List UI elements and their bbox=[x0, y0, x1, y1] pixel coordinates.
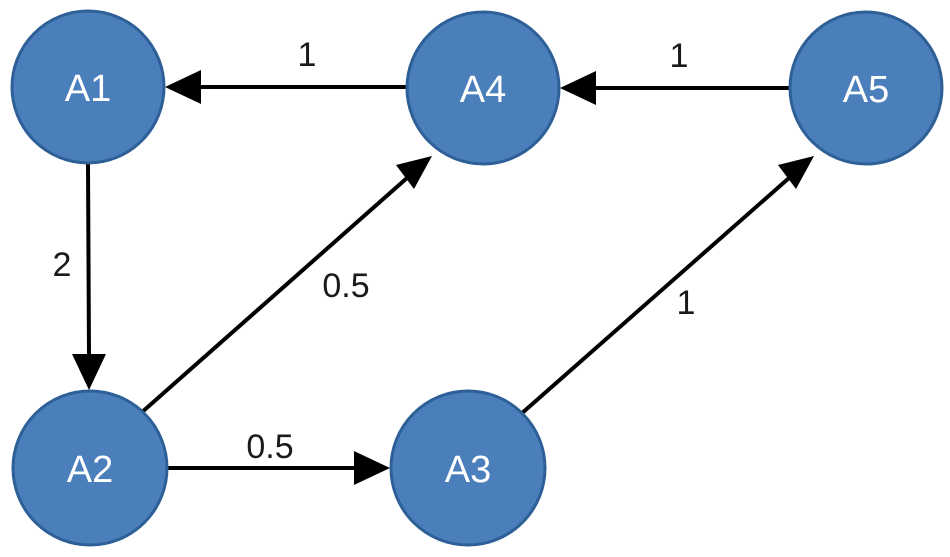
edge-a1-a2[interactable]: 2 bbox=[53, 163, 106, 390]
edge-a2-a3-arrowhead bbox=[354, 451, 390, 485]
edge-a4-a1[interactable]: 1 bbox=[165, 36, 406, 104]
edge-a4-a1-weight: 1 bbox=[298, 36, 317, 74]
node-a4-label: A4 bbox=[460, 69, 506, 111]
edge-a2-a4-weight: 0.5 bbox=[322, 267, 369, 305]
edge-a1-a2-weight: 2 bbox=[53, 246, 72, 284]
node-a4[interactable]: A4 bbox=[405, 10, 561, 166]
node-a5-label: A5 bbox=[843, 69, 889, 111]
edge-a5-a4[interactable]: 1 bbox=[560, 37, 789, 105]
node-a1-circle bbox=[10, 9, 166, 165]
node-a4-circle bbox=[405, 10, 561, 166]
node-a5[interactable]: A5 bbox=[788, 10, 944, 166]
edge-a3-a5-line bbox=[519, 176, 791, 416]
node-a3[interactable]: A3 bbox=[389, 389, 547, 547]
edge-a2-a4-arrowhead bbox=[396, 156, 432, 189]
edge-a2-a4-line bbox=[139, 176, 409, 415]
node-a3-circle bbox=[389, 389, 547, 547]
node-a2-label: A2 bbox=[67, 449, 113, 491]
edge-a3-a5-weight: 1 bbox=[677, 284, 696, 322]
edge-a5-a4-weight: 1 bbox=[670, 37, 689, 75]
edge-a3-a5[interactable]: 1 bbox=[519, 156, 814, 416]
node-a5-circle bbox=[788, 10, 944, 166]
edge-a1-a2-line bbox=[86, 163, 91, 357]
node-a2[interactable]: A2 bbox=[11, 389, 169, 547]
node-a2-circle bbox=[11, 389, 169, 547]
edge-a5-a4-arrowhead bbox=[560, 71, 596, 105]
edge-a3-a5-arrowhead bbox=[778, 156, 814, 189]
node-a3-label: A3 bbox=[445, 449, 491, 491]
edge-a1-a2-arrowhead bbox=[72, 354, 106, 390]
edge-a4-a1-arrowhead bbox=[165, 70, 201, 104]
edge-a2-a3-weight: 0.5 bbox=[246, 428, 293, 466]
edge-a2-a4[interactable]: 0.5 bbox=[139, 156, 432, 415]
node-a1[interactable]: A1 bbox=[10, 9, 166, 165]
node-a1-label: A1 bbox=[65, 68, 111, 110]
edge-a2-a3[interactable]: 0.5 bbox=[168, 428, 390, 485]
